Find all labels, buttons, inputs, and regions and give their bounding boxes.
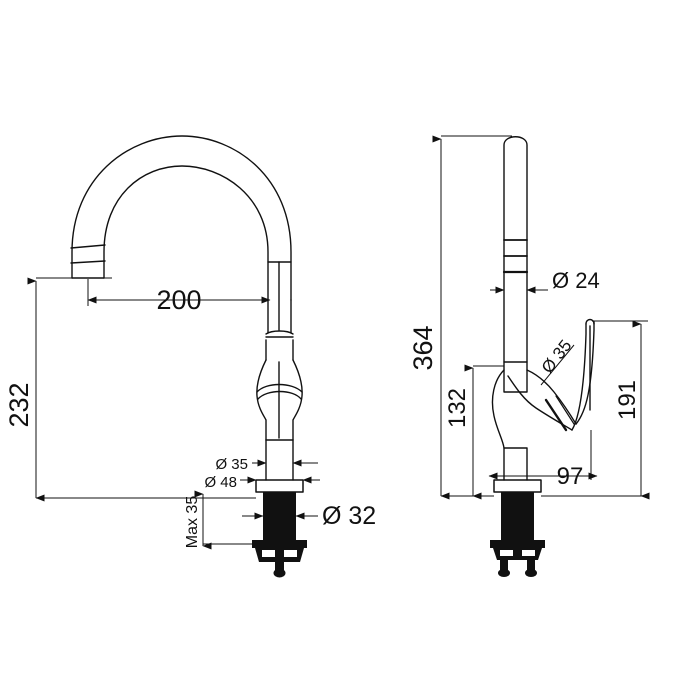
front-view-mounting-hardware [252,492,307,578]
dim-label-d48: Ø 48 [204,474,237,491]
side-mounting-plate [490,540,545,548]
side-foot-left [498,569,510,577]
side-view-mounting-hardware [490,492,545,577]
front-view-dimensions [27,277,320,550]
side-leg-right [527,560,535,572]
dim-label-200: 200 [156,285,201,315]
dim-label-d32: Ø 32 [322,502,376,530]
base-flange [255,479,304,493]
mounting-nut [273,568,286,578]
lever-facet-1 [544,398,568,432]
spout-band-1 [70,244,106,249]
handle-lever-tip [585,318,595,325]
side-body-left-profile [491,369,505,481]
body-bulge-seam-2 [257,390,302,400]
bracket-cutout-right [284,550,297,557]
threaded-shank [263,492,296,540]
handle-lever-inner [571,323,587,431]
body-bulge-right [292,359,303,441]
lever-facet-2 [555,395,575,425]
body-bulge-left [256,359,267,441]
dim-label-d35-side: Ø 35 [538,336,576,377]
dim-label-191: 191 [614,380,641,420]
mounting-plate [252,540,307,548]
side-view-dimensions [432,135,650,500]
dim-label-364: 364 [408,325,438,370]
side-bracket-cutout-left [500,550,513,556]
dim-label-max35: Max 35 [184,496,201,549]
dim-label-d35-front: Ø 35 [215,456,248,473]
body-collar-top [265,330,294,335]
side-threaded-shank [501,492,534,540]
side-base-flange [493,479,542,493]
side-leg-left [500,560,508,572]
leader-line-d35-side [540,344,575,386]
side-bracket-cutout-right [522,550,535,556]
bracket-cutout-left [262,550,275,557]
side-body-right-profile [526,369,577,425]
front-view-faucet [70,135,304,493]
spout-inner-profile [103,165,269,301]
side-view-faucet [491,136,595,493]
handle-lever-outer [575,321,595,425]
spout-outer-profile [71,135,292,301]
dim-label-232: 232 [4,382,34,427]
dim-label-132: 132 [444,388,471,428]
dim-label-97: 97 [557,463,584,490]
spout-band-2 [70,260,106,264]
dim-label-d24: Ø 24 [552,268,600,293]
side-body-lower [503,447,528,481]
side-foot-right [525,569,537,577]
side-spout-column [503,136,528,393]
mounting-stud [275,562,284,572]
